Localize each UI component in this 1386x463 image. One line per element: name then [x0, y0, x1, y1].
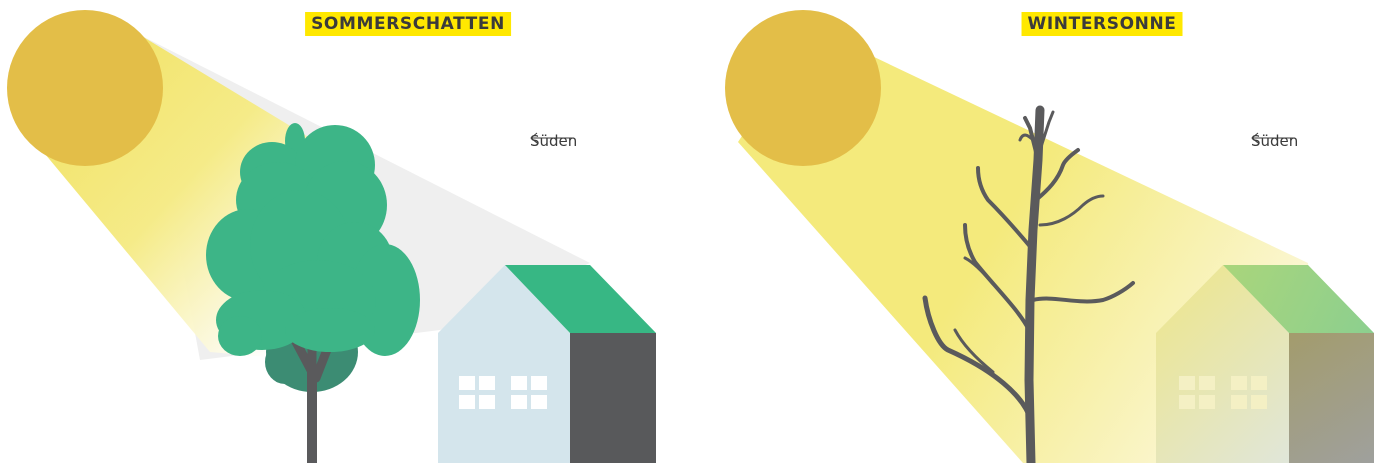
summer-title: SOMMERSCHATTEN — [305, 12, 511, 36]
winter-direction-indicator: Süden — [1251, 132, 1298, 150]
left-arrow-icon — [1251, 132, 1295, 144]
sun-icon — [725, 10, 881, 166]
sun-icon — [7, 10, 163, 166]
summer-panel: SOMMERSCHATTEN Süden — [0, 0, 693, 463]
summer-direction-indicator: Süden — [530, 132, 577, 150]
summer-illustration — [0, 0, 693, 463]
winter-illustration — [693, 0, 1386, 463]
winter-panel: WINTERSONNE Süden — [693, 0, 1386, 463]
left-arrow-icon — [530, 132, 574, 144]
house-side-wall — [570, 333, 656, 463]
house-side-wall — [1289, 333, 1374, 463]
winter-title: WINTERSONNE — [1022, 12, 1183, 36]
